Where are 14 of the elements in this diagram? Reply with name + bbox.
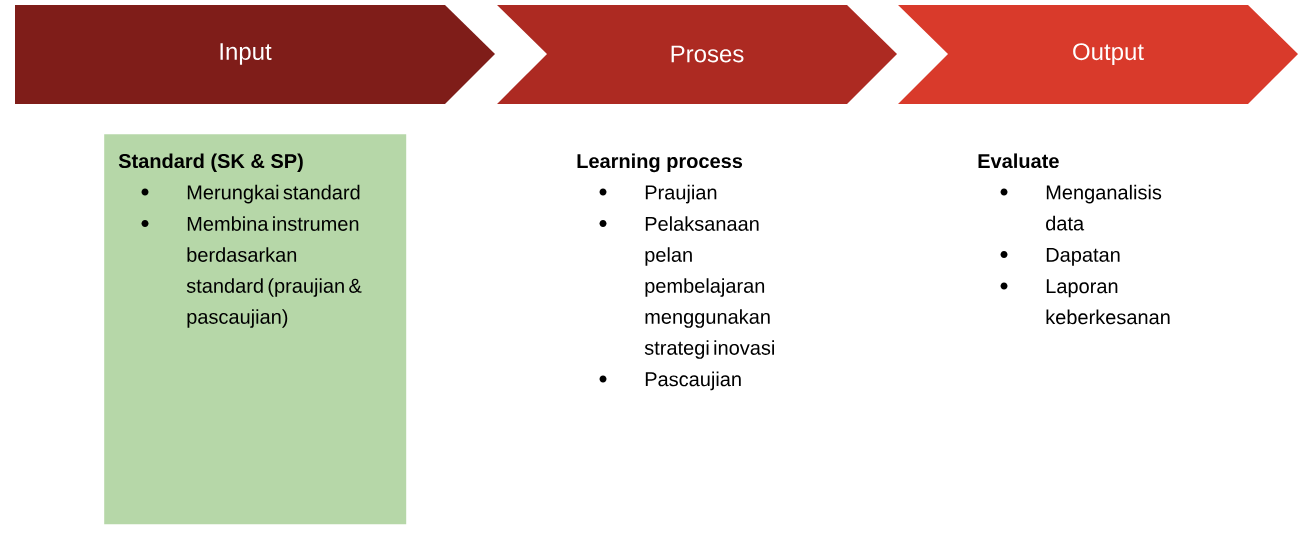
bullet-list: Learning process Praujian Pelaksanaan pelan pembelajaran menggunakan strategi inovasi Pascaujian — [577, 153, 774, 391]
step-banner: Output — [898, 5, 1298, 104]
step-banner: Input — [15, 5, 495, 104]
step-banner: Proses — [497, 5, 897, 104]
label: Evaluate — [978, 153, 1059, 169]
label: Laporan keberkesanan — [1046, 279, 1170, 325]
label: Dapatan — [1046, 247, 1120, 266]
label: Pelaksanaan pelan pembelajaran menggunakan strategi inovasi — [644, 216, 774, 359]
label: Praujian — [645, 184, 717, 204]
label: Learning process — [577, 153, 743, 173]
label: Pascaujian — [645, 371, 741, 391]
label: Menganalisis data — [1046, 184, 1162, 231]
bullet-list: Evaluate Menganalisis data Dapatan Laporan keberkesanan — [978, 153, 1170, 325]
text-box: Standard (SK & SP) Merungkai standard Membina instrumen berdasarkan standard (praujian & pascaujian) — [104, 134, 407, 525]
